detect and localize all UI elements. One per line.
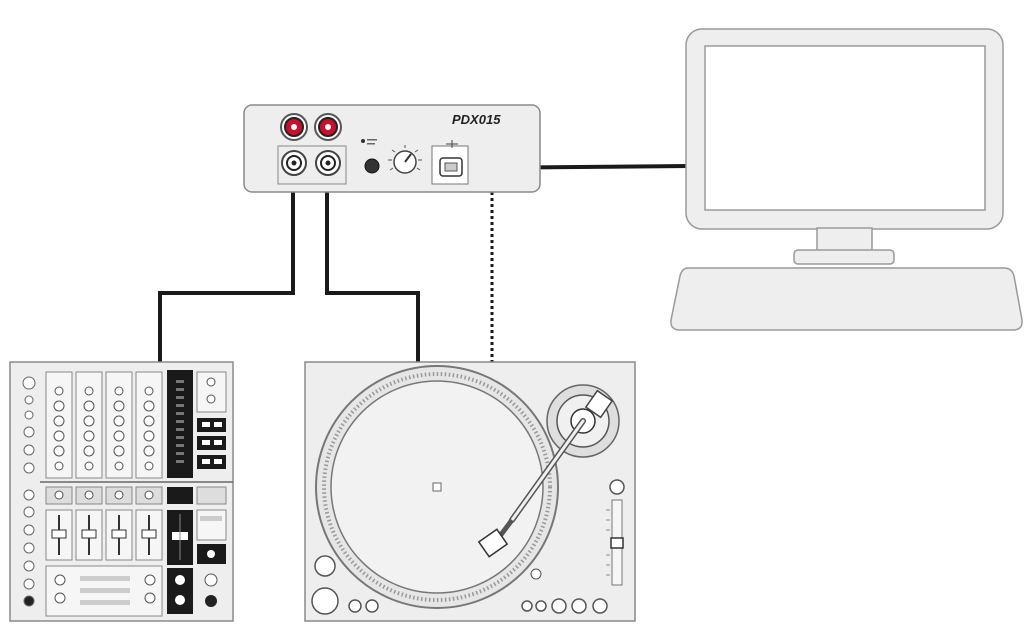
turntable: [304, 361, 636, 622]
cable-mixer-to-interface: [158, 168, 295, 362]
turntable-tonearm: [477, 418, 586, 558]
led-indicator: [361, 139, 377, 145]
mixer-channel-3: [105, 371, 133, 561]
rca-white-left: [281, 150, 307, 176]
rca-red-left: [280, 113, 308, 141]
turntable-pitch-slider: [606, 479, 625, 586]
mixer-bottom-panel: [45, 565, 218, 617]
mixer-crossfader: [167, 510, 193, 565]
turntable-platter-dots: [322, 372, 552, 602]
turntable-spindle: [432, 482, 442, 492]
knob-icon: [388, 145, 422, 174]
headphone-jack: [364, 158, 380, 174]
mixer-channel-4: [135, 371, 163, 561]
cable-turntable-to-interface: [325, 168, 420, 362]
mixer-right-controls: [196, 371, 227, 469]
mixer-channel-2: [75, 371, 103, 561]
monitor-base: [793, 249, 895, 265]
mixer-effects-panel: [196, 509, 227, 564]
mixer-channel-1: [45, 371, 73, 561]
dj-mixer: [9, 361, 234, 622]
turntable-start-buttons: [311, 555, 379, 615]
mixer-cue-button: [167, 487, 193, 504]
computer: [670, 28, 1023, 331]
mixer-vu-meter: [167, 370, 193, 478]
rca-red-right: [314, 113, 342, 141]
rca-white-right: [315, 150, 341, 176]
turntable-speed-buttons: [521, 598, 608, 614]
interface-model-label: PDX015: [452, 112, 501, 127]
keyboard: [670, 267, 1023, 331]
turntable-arm-rest: [530, 568, 542, 580]
usb-icon: [431, 140, 469, 185]
rca-output-frame: [277, 145, 347, 185]
audio-interface: PDX015: [243, 104, 541, 193]
cables: [158, 164, 691, 362]
monitor-screen: [704, 45, 986, 211]
mixer-left-column: [22, 376, 36, 607]
